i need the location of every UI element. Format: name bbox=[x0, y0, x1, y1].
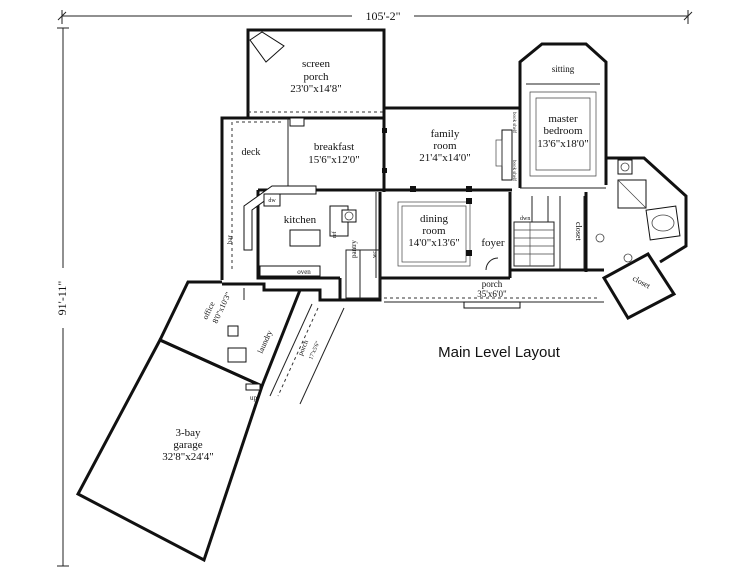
porch-size: 35'x6'0" bbox=[477, 289, 507, 299]
family-room-size: 21'4"x14'0" bbox=[419, 152, 470, 164]
foyer-label: foyer bbox=[481, 237, 505, 249]
screen-porch-name: screen bbox=[302, 58, 331, 70]
deck-label: deck bbox=[242, 147, 261, 158]
family-room: family room 21'4"x14'0" book shelf book … bbox=[382, 112, 516, 181]
hall-closet-label: closet bbox=[574, 222, 583, 241]
dw-label: dw bbox=[268, 198, 276, 204]
ref-label: ref bbox=[331, 231, 338, 238]
side-porch: porch 17'x5'6" bbox=[269, 303, 345, 405]
depth-dimension: 91'-11" bbox=[55, 27, 71, 567]
book-shelf-bottom: book shelf bbox=[511, 160, 516, 181]
breakfast-size: 15'6"x12'0" bbox=[308, 154, 359, 166]
wc-label: wc bbox=[372, 251, 378, 258]
family-room-name: family bbox=[431, 128, 460, 140]
kitchen: kitchen bar dw oven ref bbox=[226, 185, 357, 277]
bath-closet-label: closet bbox=[631, 274, 652, 291]
side-porch-size: 17'x5'6" bbox=[308, 340, 321, 361]
screen-porch: screen porch 23'0"x14'8" bbox=[246, 28, 386, 118]
dining-room-name: dining bbox=[420, 213, 449, 225]
layout-caption: Main Level Layout bbox=[438, 344, 561, 361]
breakfast: breakfast 15'6"x12'0" bbox=[289, 117, 360, 166]
dining-room-size: 14'0"x13'6" bbox=[408, 237, 459, 249]
screen-porch-name2: porch bbox=[303, 71, 329, 83]
breakfast-name: breakfast bbox=[314, 141, 354, 153]
master-bedroom-size: 13'6"x18'0" bbox=[537, 138, 588, 150]
garage: up 3-bay garage 32'8"x24'4" bbox=[75, 338, 264, 563]
garage-name2: garage bbox=[173, 439, 202, 451]
deck: deck bbox=[220, 116, 289, 280]
laundry-label: laundry bbox=[256, 329, 274, 355]
porch-name: porch bbox=[482, 279, 503, 289]
sitting-label: sitting bbox=[552, 64, 575, 74]
screen-porch-size: 23'0"x14'8" bbox=[290, 83, 341, 95]
depth-label: 91'-11" bbox=[55, 281, 69, 316]
side-porch-name: porch bbox=[296, 339, 310, 357]
oven-label: oven bbox=[297, 268, 311, 276]
garage-name: 3-bay bbox=[175, 427, 201, 439]
book-shelf-top: book shelf bbox=[511, 112, 516, 133]
garage-up-label: up bbox=[250, 394, 258, 402]
stairs-down-label: dwn bbox=[520, 216, 530, 222]
master-bedroom-name2: bedroom bbox=[543, 125, 583, 137]
foyer: foyer dwn bbox=[481, 196, 555, 271]
master-bath: closet closet bbox=[510, 156, 688, 320]
garage-size: 32'8"x24'4" bbox=[162, 451, 213, 463]
width-dimension: 105'-2" bbox=[57, 8, 693, 24]
width-label: 105'-2" bbox=[365, 9, 400, 23]
family-room-name2: room bbox=[433, 140, 457, 152]
dining-room: dining room 14'0"x13'6" bbox=[397, 186, 472, 267]
kitchen-name: kitchen bbox=[284, 214, 317, 226]
master-bedroom-name: master bbox=[548, 113, 578, 125]
dining-room-name2: room bbox=[422, 225, 446, 237]
pantry-label: pantry bbox=[350, 240, 358, 258]
pantry: pantry wc bbox=[345, 240, 381, 299]
bar-label: bar bbox=[226, 234, 234, 244]
front-porch: porch 35'x6'0" bbox=[384, 279, 604, 309]
office-wing: office 8'0"x10'3" laundry bbox=[158, 280, 340, 388]
master-suite: sitting master bedroom 13'6"x18'0" bbox=[518, 42, 608, 189]
